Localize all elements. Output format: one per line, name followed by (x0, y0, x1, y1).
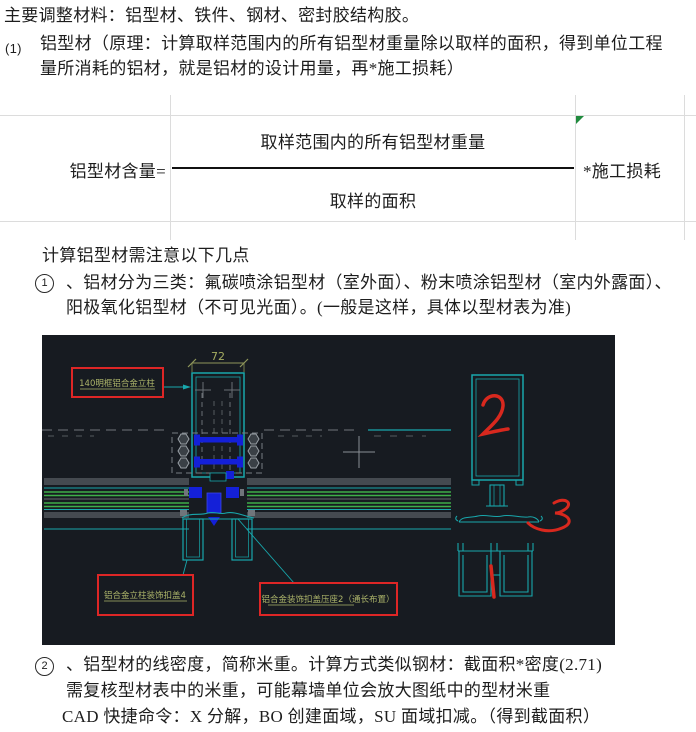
handwritten-mark-3-stroke (526, 498, 571, 533)
item1-number: (1) (5, 41, 22, 56)
dashed-reference-lines (42, 429, 360, 437)
grid-line (684, 95, 685, 240)
pressure-plate-label: 铝合金装饰扣盖压座2（通长布置） (262, 594, 395, 605)
cad-drawing: 72 (42, 335, 615, 645)
mullion-label: 140明框铝合金立柱 (79, 378, 155, 389)
notes-heading: 计算铝型材需注意以下几点 (42, 246, 250, 265)
formula-table: 铝型材含量= 取样范围内的所有铝型材重量 取样的面积 *施工损耗 (0, 95, 696, 240)
cad-background (42, 335, 615, 645)
glass-band-left (44, 478, 189, 530)
profile-3-section (455, 514, 543, 523)
note1-line1: 、铝材分为三类：氟碳喷涂铝型材（室外面）、粉末喷涂铝型材（室内外露面）、 (66, 273, 672, 292)
handwritten-mark-2-stroke (477, 394, 510, 438)
cover-label: 铝合金立柱装饰扣盖4 (104, 590, 186, 601)
formula-lhs: 铝型材含量= (69, 162, 166, 181)
mullion-inner-lines (195, 382, 240, 470)
mark-2-text: 2 (494, 424, 495, 426)
cover-cap-profile (181, 511, 255, 561)
note2-line1: 、铝型材的线密度，简称米重。计算方式类似钢材：截面积*密度(2.71) (66, 655, 603, 674)
formula-numerator: 取样范围内的所有铝型材重量 (260, 133, 486, 152)
note1-line2: 阳极氧化铝型材（不可见光面）。(一般是这样，具体以型材表为准) (66, 298, 572, 317)
dimension-72: 72 (187, 350, 249, 372)
note2-line2: 需复核型材表中的米重，可能幕墙单位会放大图纸中的型材米重 (66, 681, 551, 700)
crosshair-icon (343, 436, 375, 468)
annotation-boxes (71, 367, 398, 616)
grid-line (575, 95, 576, 240)
dimension-label: 72 (211, 350, 225, 363)
item1-line1: 铝型材（原理：计算取样范围内的所有铝型材重量除以取样的面积，得到单位工程 (40, 34, 663, 53)
grid-line (170, 95, 171, 240)
cad-detail-image: 72 (42, 335, 615, 645)
note1-circled-number: 1 (35, 274, 54, 293)
note2-circled-number: 2 (35, 657, 54, 676)
item1-line2: 量所消耗的铝材，就是铝材的设计用量，再*施工损耗） (40, 59, 464, 78)
formula-denominator: 取样的面积 (329, 192, 417, 211)
fraction-line (172, 167, 574, 169)
mark-1-text: 1 (492, 584, 493, 586)
leader-arrowhead (183, 384, 191, 390)
cell-indicator-triangle (576, 116, 584, 124)
intro-line: 主要调整材料：铝型材、铁件、钢材、密封胶结构胶。 (4, 6, 420, 25)
glass-band-right (247, 478, 451, 530)
formula-multiplier: *施工损耗 (583, 162, 661, 181)
note2-line3: CAD 快捷命令：X 分解，BO 创建面域，SU 面域扣减。（得到截面积） (62, 707, 601, 726)
blue-connector-bars (194, 434, 243, 479)
profile-1-section (457, 543, 534, 597)
grid-line (0, 221, 696, 222)
hex-bolts (177, 433, 260, 469)
grid-line (0, 115, 696, 116)
profile-2-section (471, 374, 524, 507)
handwritten-mark-1-stroke (489, 564, 496, 599)
mark-3-text: 3 (552, 519, 553, 521)
